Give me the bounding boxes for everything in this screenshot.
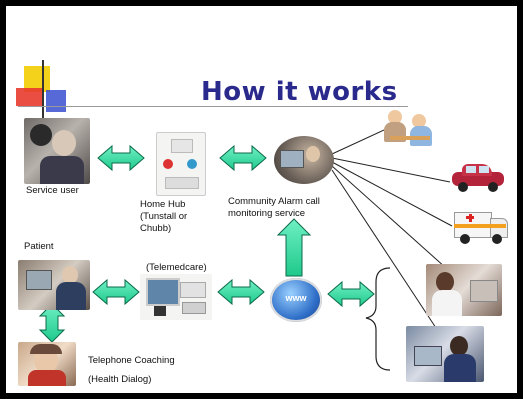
slide: How it works [6, 6, 517, 393]
telemedcare-equipment [140, 274, 212, 320]
up-arrow-icon [276, 218, 312, 277]
telephone-coaching-label: Telephone Coaching (Health Dialog) [88, 355, 175, 386]
ambulance-clipart [452, 206, 510, 246]
service-user-label: Service user [26, 185, 79, 196]
patient-label: Patient [24, 241, 54, 252]
slide-title: How it works [201, 77, 398, 107]
call-centre-label: Community Alarm call monitoring service [228, 196, 320, 220]
home-hub-label-line1: Home Hub [140, 199, 186, 210]
www-globe-icon: www [270, 278, 322, 322]
double-arrow-icon [327, 280, 375, 308]
double-arrow-icon [219, 144, 267, 172]
service-user-photo [24, 118, 90, 184]
doctor-photo [406, 326, 484, 382]
home-hub-device [156, 132, 206, 196]
patient-photo [18, 260, 90, 310]
telemedcare-label: (Telemedcare) [146, 262, 207, 273]
connections [38, 129, 453, 371]
telephone-coaching-line1: Telephone Coaching [88, 355, 175, 366]
connector-lines [331, 129, 453, 332]
double-arrow-icon [97, 144, 145, 172]
telephone-coaching-photo [18, 342, 76, 386]
www-label: www [285, 293, 307, 303]
call-centre-label-line1: Community Alarm call [228, 196, 320, 207]
clinician-photo [426, 264, 502, 316]
double-arrow-icon [92, 278, 140, 306]
telephone-coaching-line2: (Health Dialog) [88, 374, 152, 385]
brace [365, 267, 391, 371]
carers-clipart [382, 106, 438, 148]
call-centre-photo [274, 136, 334, 184]
call-centre-label-line2: monitoring service [228, 208, 306, 219]
home-hub-label-line3: Chubb) [140, 223, 172, 234]
car-clipart [450, 162, 506, 192]
home-hub-label: Home Hub (Tunstall or Chubb) [140, 199, 187, 235]
home-hub-label-line2: (Tunstall or [140, 211, 188, 222]
double-arrow-icon [217, 278, 265, 306]
